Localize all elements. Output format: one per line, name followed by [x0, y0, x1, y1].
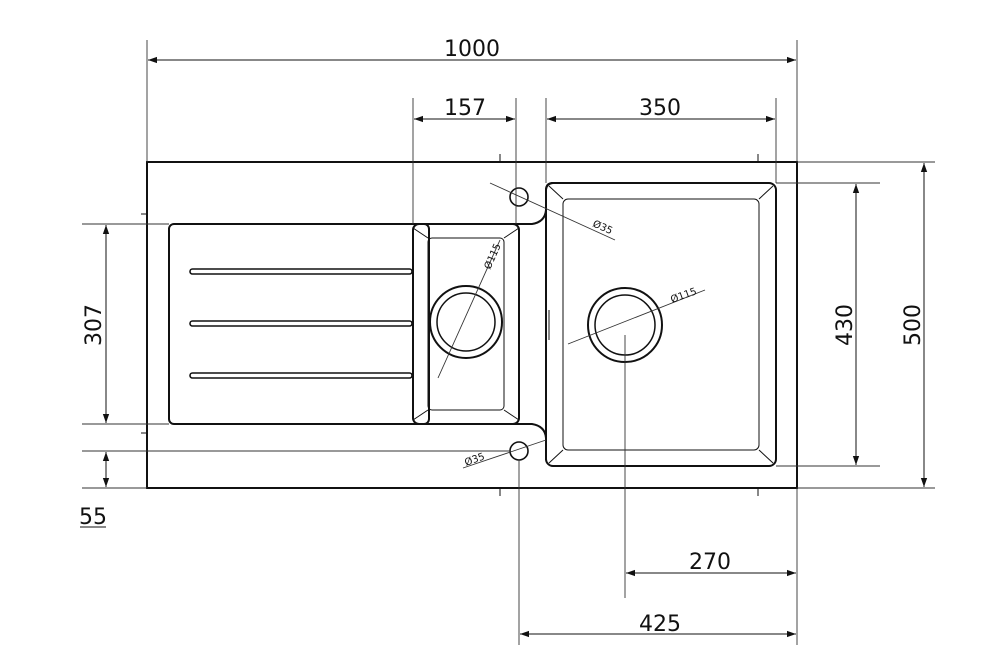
small-bowl — [412, 223, 520, 425]
dim-main-bowl-depth: 430 — [833, 304, 858, 346]
drainer-area — [168, 223, 430, 425]
small-waste-callout: Ø115 — [482, 242, 504, 272]
dim-main-bowl-width: 350 — [639, 96, 681, 121]
dim-small-bowl-width: 157 — [444, 96, 486, 121]
mounting-clips — [141, 154, 759, 496]
sink-outline — [146, 161, 798, 489]
dim-overall-width: 1000 — [444, 37, 500, 62]
dimension-lines — [80, 56, 928, 638]
tap-hole-top — [489, 182, 616, 241]
main-bowl — [545, 182, 777, 467]
dim-offset-depth: 55 — [79, 505, 107, 530]
drainer-grooves — [189, 268, 413, 379]
dim-tap-hole-offset: 425 — [639, 612, 681, 637]
main-waste-callout: Ø115 — [669, 285, 698, 306]
extension-lines — [82, 40, 935, 645]
tap-hole-bottom-callout: Ø35 — [463, 450, 486, 468]
small-bowl-waste — [429, 239, 503, 379]
dim-waste-center-offset: 270 — [689, 550, 731, 575]
dim-overall-depth: 500 — [901, 304, 926, 346]
dim-drainer-depth: 307 — [82, 304, 107, 346]
